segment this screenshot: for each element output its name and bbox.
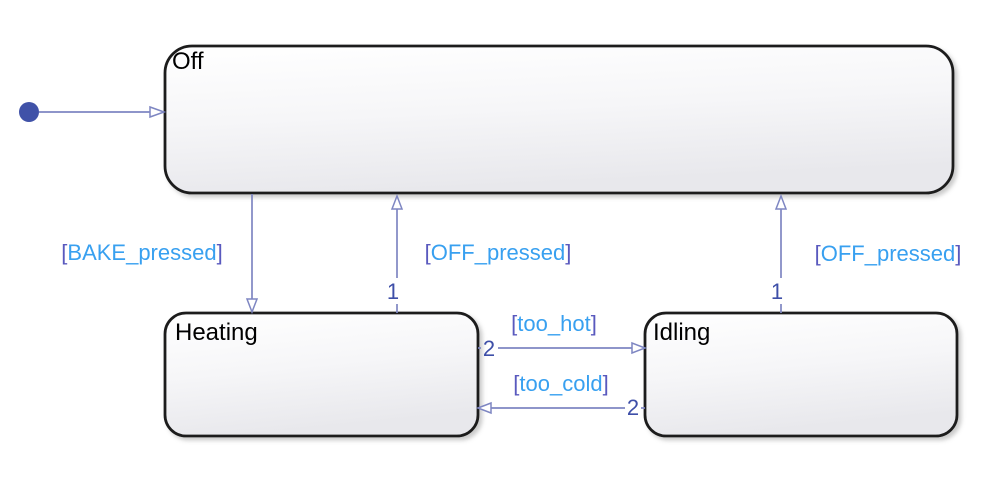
condition-text: too_cold (519, 371, 602, 396)
arrowhead-down-icon (245, 298, 259, 315)
condition-text: OFF_pressed (821, 241, 956, 266)
arrowhead-up-icon (774, 193, 788, 210)
transition-idling-to-off[interactable]: 1 [OFF_pressed] (771, 193, 962, 313)
transition-off1-label[interactable]: [OFF_pressed] (425, 240, 572, 265)
transition-heating-to-off[interactable]: 1 [OFF_pressed] (387, 193, 572, 313)
state-idling-label[interactable]: Idling (653, 319, 710, 346)
condition-text: too_hot (517, 311, 590, 336)
bracket-open: [ (61, 240, 67, 265)
transition-toohot-label[interactable]: [too_hot] (511, 311, 597, 336)
arrowhead-right-icon (149, 105, 167, 119)
state-idling[interactable]: Idling (643, 311, 959, 438)
transition-off2-order[interactable]: 1 (771, 279, 783, 304)
bracket-open: [ (815, 241, 821, 266)
transition-off1-order[interactable]: 1 (387, 279, 399, 304)
arrowhead-up-icon (390, 193, 404, 210)
bracket-open: [ (513, 371, 519, 396)
condition-text: BAKE_pressed (67, 240, 216, 265)
condition-text: OFF_pressed (431, 240, 566, 265)
state-heating-label[interactable]: Heating (175, 319, 258, 346)
transition-toocold-label[interactable]: [too_cold] (513, 371, 608, 396)
transition-heating-to-idling[interactable]: 2 [too_hot] (478, 311, 648, 361)
transition-off2-label[interactable]: [OFF_pressed] (815, 241, 962, 266)
transition-bake-label[interactable]: [BAKE_pressed] (61, 240, 222, 265)
state-heating-box[interactable] (163, 311, 480, 438)
bracket-open: [ (425, 240, 431, 265)
bracket-close: ] (565, 240, 571, 265)
bracket-close: ] (955, 241, 961, 266)
transition-off-to-heating[interactable]: [BAKE_pressed] (61, 194, 259, 315)
initial-state-dot-icon[interactable] (19, 102, 39, 122)
state-off-box[interactable] (163, 44, 955, 195)
transition-idling-to-heating[interactable]: 2 [too_cold] (475, 371, 645, 420)
arrowhead-right-icon (631, 341, 648, 355)
arrowhead-left-icon (475, 401, 492, 415)
state-heating[interactable]: Heating (163, 311, 480, 438)
bracket-close: ] (591, 311, 597, 336)
bracket-close: ] (603, 371, 609, 396)
state-off-label[interactable]: Off (172, 48, 204, 75)
transition-toohot-order[interactable]: 2 (483, 336, 495, 361)
state-idling-box[interactable] (643, 311, 959, 438)
state-off[interactable]: Off (163, 44, 955, 195)
bracket-close: ] (217, 240, 223, 265)
transition-initial-to-off[interactable] (19, 102, 167, 122)
bracket-open: [ (511, 311, 517, 336)
transition-toocold-order[interactable]: 2 (627, 395, 639, 420)
